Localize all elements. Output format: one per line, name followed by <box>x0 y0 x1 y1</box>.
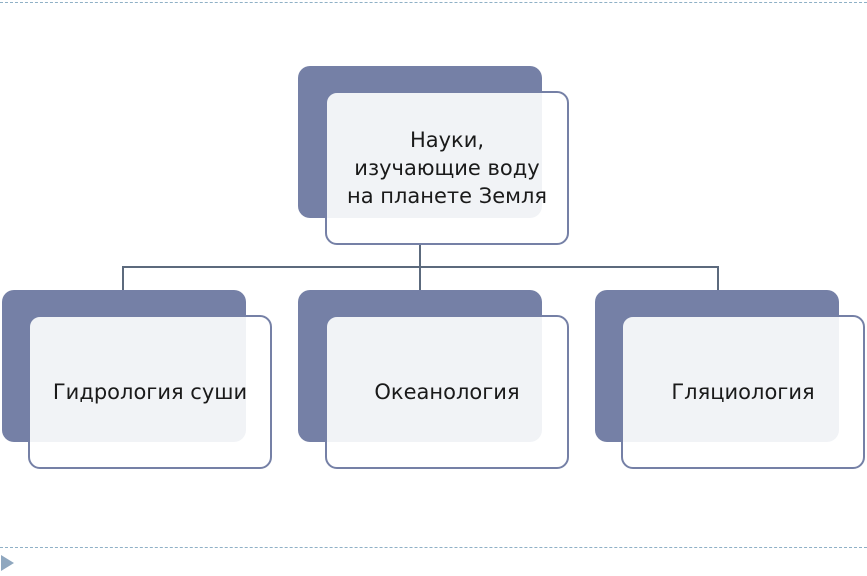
child-node-oceanology-box: Океанология <box>325 315 569 469</box>
child-connector-left <box>122 266 124 292</box>
child-node-oceanology-label: Океанология <box>374 380 520 404</box>
child-connector-center <box>419 266 421 292</box>
play-arrow-icon <box>1 555 14 571</box>
bottom-dashed-rule <box>0 547 867 548</box>
root-connector-vertical <box>419 244 421 268</box>
top-dashed-rule <box>0 2 867 3</box>
child-node-hydrology-box: Гидрология суши <box>28 315 272 469</box>
child-node-hydrology-label: Гидрология суши <box>52 380 248 404</box>
child-node-glaciology-box: Гляциология <box>621 315 865 469</box>
child-node-glaciology-label: Гляциология <box>671 380 815 404</box>
child-connector-right <box>717 266 719 292</box>
root-node-box: Науки, изучающие воду на планете Земля <box>325 91 569 245</box>
root-node-label: Науки, изучающие воду на планете Земля <box>346 128 548 208</box>
